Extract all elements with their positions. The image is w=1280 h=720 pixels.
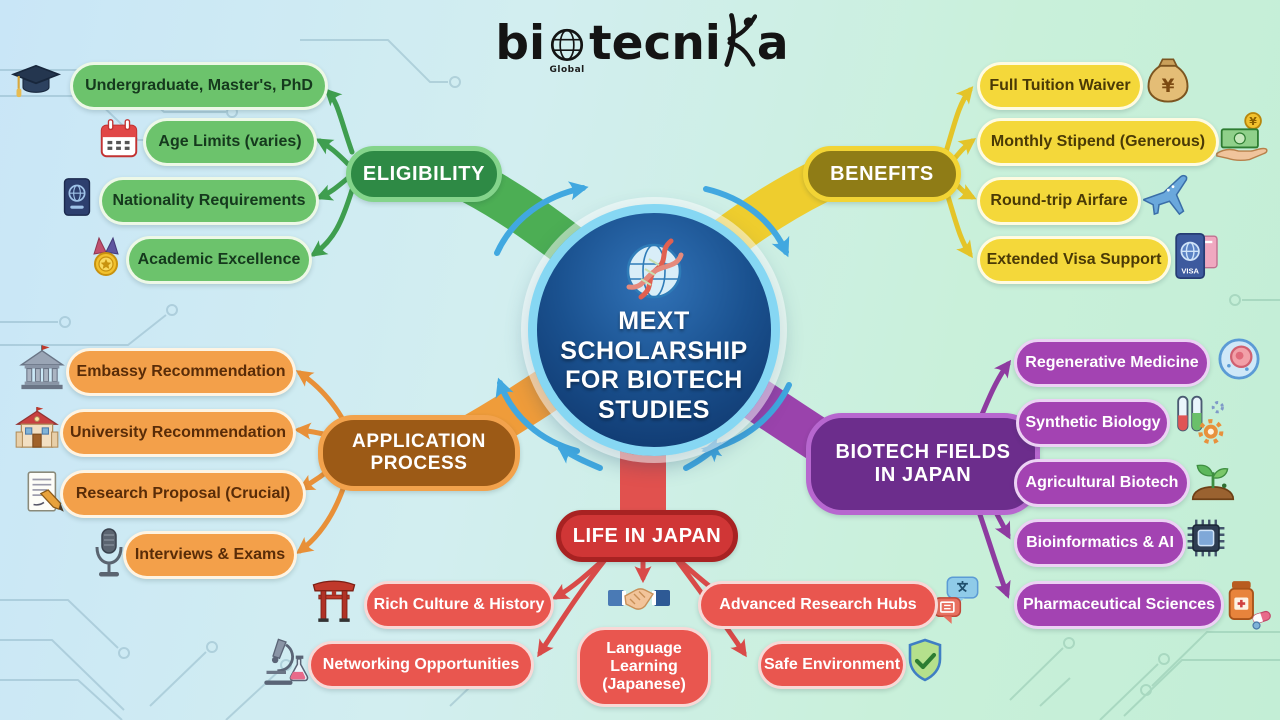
node-regenerative-medicine: Regenerative Medicine xyxy=(1014,339,1210,387)
svg-text:¥: ¥ xyxy=(1162,76,1175,97)
node-advanced-research-hubs: Advanced Research Hubs xyxy=(698,581,938,629)
eligibility-arrows xyxy=(309,88,355,257)
node-age-limits: Age Limits (varies) xyxy=(143,118,317,166)
node-language-learning: Language Learning (Japanese) xyxy=(577,627,711,707)
chip-icon xyxy=(1180,512,1232,564)
circuit-traces-right xyxy=(1009,294,1280,720)
logo-text-2: tecni xyxy=(589,16,721,71)
passport-icon xyxy=(54,172,100,222)
node-pharmaceutical-sciences: Pharmaceutical Sciences xyxy=(1014,581,1224,629)
node-interviews-exams: Interviews & Exams xyxy=(123,531,297,579)
logo-text-3: a xyxy=(756,16,789,71)
node-extended-visa-support: Extended Visa Support xyxy=(977,236,1171,284)
svg-text:VISA: VISA xyxy=(1181,267,1199,276)
svg-text:¥: ¥ xyxy=(1249,115,1257,128)
node-agricultural-biotech: Agricultural Biotech xyxy=(1014,459,1190,507)
logo-text-1: bi xyxy=(495,16,546,71)
branch-label-biotech: BIOTECH FIELDS IN JAPAN xyxy=(806,413,1040,515)
embassy-icon xyxy=(16,342,68,394)
shield-check-icon xyxy=(901,634,949,688)
biotecnika-logo: bi Global tecni a xyxy=(492,12,792,75)
microscope-icon xyxy=(260,634,312,688)
university-icon xyxy=(12,406,62,456)
globe-dna-icon xyxy=(611,235,697,307)
node-synthetic-biology: Synthetic Biology xyxy=(1016,399,1170,447)
branch-label-life: LIFE IN JAPAN xyxy=(556,510,738,562)
center-title: MEXT SCHOLARSHIP FOR BIOTECH STUDIES xyxy=(560,307,748,424)
node-undergraduate-masters-phd: Undergraduate, Master's, PhD xyxy=(70,62,328,110)
node-nationality-requirements: Nationality Requirements xyxy=(99,177,319,225)
cycle-arrows xyxy=(494,181,792,471)
calendar-icon xyxy=(96,115,142,163)
microphone-icon xyxy=(90,525,128,581)
synthetic-biology-icon xyxy=(1168,392,1228,448)
agriculture-icon xyxy=(1186,452,1240,506)
research-proposal-icon xyxy=(20,466,70,518)
node-research-proposal: Research Proposal (Crucial) xyxy=(60,470,306,518)
node-academic-excellence: Academic Excellence xyxy=(126,236,312,284)
torii-gate-icon xyxy=(308,574,360,626)
graduation-cap-icon xyxy=(10,56,62,108)
airplane-icon xyxy=(1138,168,1194,224)
node-full-tuition-waiver: Full Tuition Waiver xyxy=(977,62,1143,110)
money-bag-icon: ¥ xyxy=(1142,54,1194,108)
node-networking-opportunities: Networking Opportunities xyxy=(308,641,534,689)
node-rich-culture-history: Rich Culture & History xyxy=(364,581,554,629)
visa-passport-icon: VISA xyxy=(1168,228,1224,284)
pharmaceuticals-icon xyxy=(1218,572,1274,630)
node-round-trip-airfare: Round-trip Airfare xyxy=(977,177,1141,225)
medal-icon xyxy=(82,233,130,285)
node-bioinformatics-ai: Bioinformatics & AI xyxy=(1014,519,1186,567)
handshake-icon xyxy=(606,572,672,624)
node-monthly-stipend: Monthly Stipend (Generous) xyxy=(977,118,1219,166)
branch-label-eligibility: ELIGIBILITY xyxy=(346,146,502,202)
node-university-recommendation: University Recommendation xyxy=(60,409,296,457)
branch-label-application: APPLICATION PROCESS xyxy=(318,415,520,491)
center-topic-node: MEXT SCHOLARSHIP FOR BIOTECH STUDIES xyxy=(528,204,780,456)
cell-icon xyxy=(1212,332,1266,386)
stipend-hand-icon: ¥ xyxy=(1212,110,1270,168)
branch-label-benefits: BENEFITS xyxy=(803,146,961,202)
logo-dancer-k-icon xyxy=(723,12,758,67)
node-embassy-recommendation: Embassy Recommendation xyxy=(66,348,296,396)
logo-global-text: Global xyxy=(549,64,585,75)
translation-chat-icon xyxy=(930,572,982,628)
logo-globe-icon: Global xyxy=(546,25,588,75)
node-safe-environment: Safe Environment xyxy=(758,641,906,689)
